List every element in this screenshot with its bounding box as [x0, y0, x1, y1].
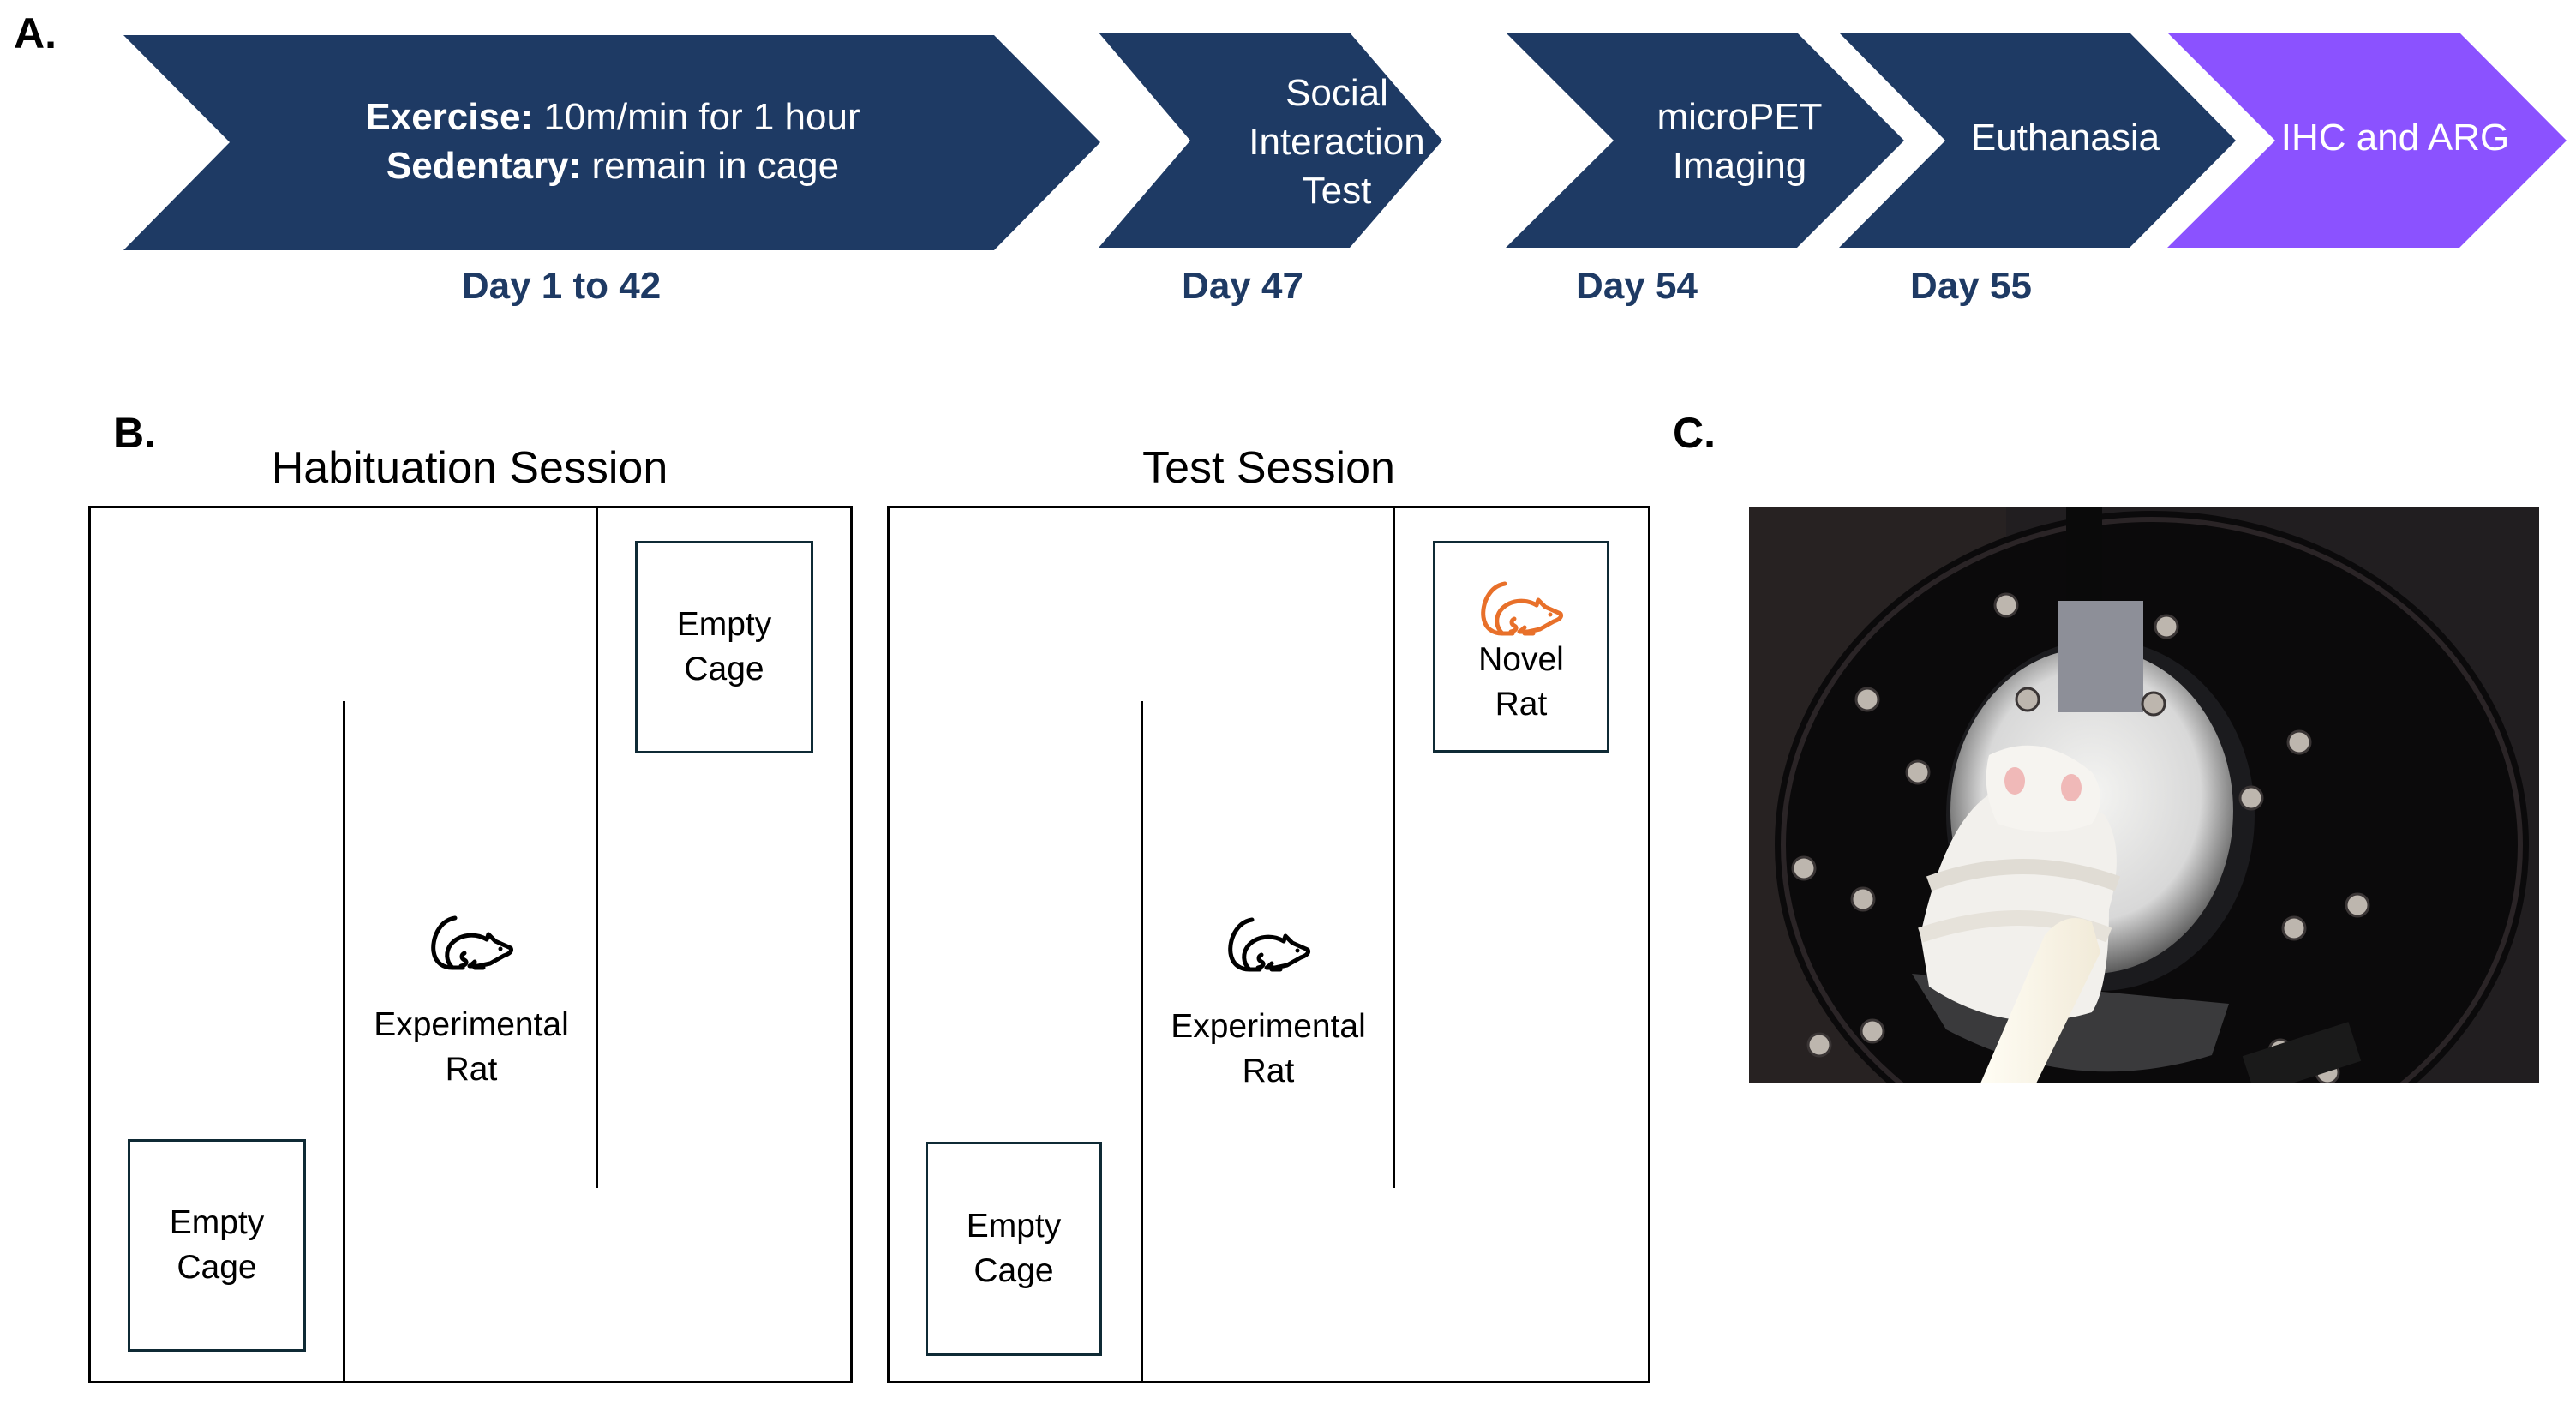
cage-label-line2: Cage — [177, 1249, 257, 1286]
cage-label-line1: Empty — [676, 606, 772, 643]
rat-label-line1: Experimental — [374, 1006, 569, 1043]
timeline-step-ihc-arg-shape — [2167, 33, 2567, 248]
test-left-divider — [1141, 701, 1143, 1383]
cage-label: Novel Rat — [1478, 638, 1564, 727]
test-session-title: Test Session — [1142, 443, 1395, 493]
timeline-step-exercise-text: Exercise: 10m/min for 1 hour Sedentary: … — [257, 86, 968, 197]
novel-rat-icon — [1481, 581, 1563, 635]
day-label-1-42: Day 1 to 42 — [461, 265, 662, 307]
timeline-step-euthanasia-text: Euthanasia — [1937, 103, 2194, 171]
day-label-47: Day 47 — [1182, 265, 1303, 307]
timeline-step-social-test-shape — [1099, 33, 1442, 248]
rat-label-line2: Rat — [445, 1051, 498, 1088]
experimental-rat-label: Experimental Rat — [343, 1003, 600, 1092]
habituation-left-divider — [343, 701, 345, 1383]
test-bottom-empty-cage: Empty Cage — [926, 1142, 1102, 1356]
cage-label-line2: Cage — [684, 651, 764, 687]
cage-label-line1: Novel — [1478, 640, 1564, 678]
anesthesia-tube — [1980, 918, 2100, 1083]
photo-illustration — [1749, 507, 2539, 1083]
step-line: Social — [1285, 71, 1388, 114]
habituation-bottom-empty-cage: Empty Cage — [128, 1139, 306, 1352]
step-line: Test — [1302, 169, 1372, 212]
day-label-55: Day 55 — [1910, 265, 2032, 307]
rat-label-line2: Rat — [1242, 1053, 1295, 1089]
timeline — [123, 33, 2567, 250]
habituation-top-empty-cage: Empty Cage — [635, 541, 813, 753]
rat-label-line1: Experimental — [1171, 1008, 1366, 1045]
step-line: Euthanasia — [1970, 116, 2160, 159]
test-right-divider — [1393, 507, 1395, 1188]
panel-label-c: C. — [1673, 409, 1716, 457]
cage-label: Empty Cage — [967, 1204, 1062, 1293]
exercise-line: Exercise: 10m/min for 1 hour — [365, 96, 860, 138]
test-novel-rat-cage: Novel Rat — [1433, 541, 1609, 753]
cage-label-line2: Rat — [1495, 685, 1548, 723]
step-line: Imaging — [1672, 145, 1807, 187]
micropet-scanner-photo — [1749, 507, 2539, 1083]
experimental-rat-label: Experimental Rat — [1140, 1005, 1397, 1094]
timeline-step-ihc-arg-text: IHC and ARG — [2262, 103, 2528, 171]
cage-label-line1: Empty — [966, 1208, 1062, 1245]
timeline-step-micropet-shape — [1506, 33, 1904, 248]
day-label-54: Day 54 — [1576, 265, 1698, 307]
rat-icon — [1228, 917, 1310, 972]
step-line: microPET — [1656, 96, 1823, 138]
panel-label-a: A. — [14, 9, 57, 57]
timeline-step-micropet-text: microPET Imaging — [1611, 86, 1868, 197]
panel-label-b: B. — [113, 409, 156, 457]
sedentary-line: Sedentary: remain in cage — [386, 145, 840, 187]
cage-label-line1: Empty — [169, 1204, 265, 1241]
habituation-right-divider — [596, 507, 598, 1188]
rat-icon — [431, 915, 513, 970]
step-line: IHC and ARG — [2280, 116, 2510, 159]
timeline-step-euthanasia-shape — [1839, 33, 2236, 248]
cage-label: Empty Cage — [677, 603, 772, 692]
cage-label-line2: Cage — [973, 1252, 1054, 1289]
timeline-step-exercise-shape — [123, 35, 1100, 250]
cage-label: Empty Cage — [170, 1201, 265, 1290]
habituation-session-title: Habituation Session — [271, 443, 668, 493]
timeline-step-social-test-text: Social Interaction Test — [1191, 60, 1483, 223]
step-line: Interaction — [1249, 120, 1425, 163]
